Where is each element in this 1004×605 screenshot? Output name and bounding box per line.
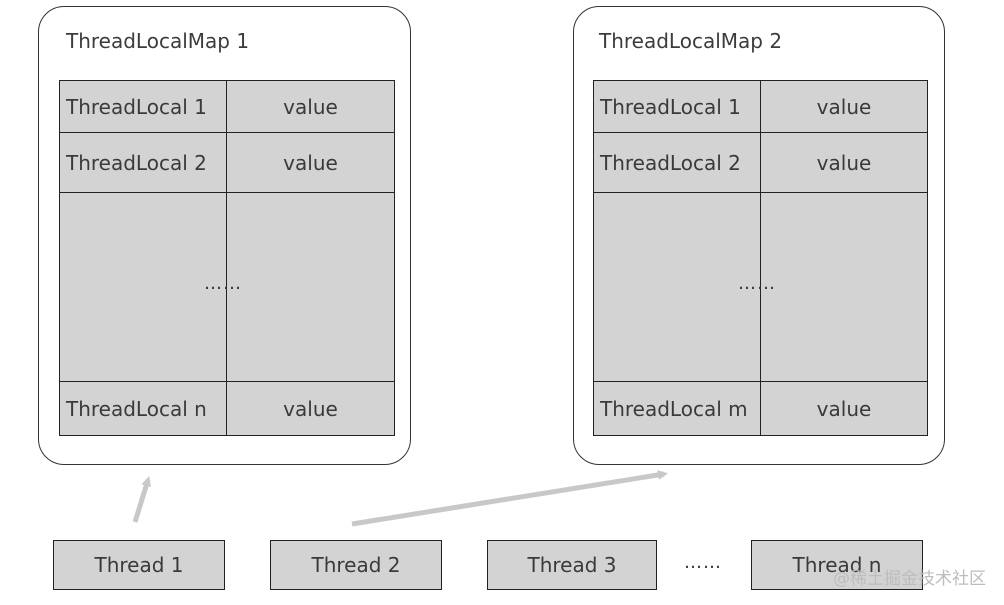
map2-rowlast-key: ThreadLocal m xyxy=(600,396,748,421)
threads-ellipsis: …… xyxy=(684,552,722,573)
map1-row1-value: value xyxy=(283,94,338,119)
map2-row2-key: ThreadLocal 2 xyxy=(600,150,741,175)
watermark-text: @稀土掘金技术社区 xyxy=(833,569,986,589)
arrow-thread2-to-map2 xyxy=(351,470,668,527)
thread-1-box: Thread 1 xyxy=(53,540,225,590)
map1-row2-key: ThreadLocal 2 xyxy=(66,150,207,175)
map1-ellipsis: …… xyxy=(204,273,242,294)
map1-row2-value: value xyxy=(283,150,338,175)
map1-rowlast-key: ThreadLocal n xyxy=(66,396,207,421)
threadlocalmap-1-table: ThreadLocal 1 value ThreadLocal 2 value … xyxy=(59,80,395,436)
threadlocalmap-2-table: ThreadLocal 1 value ThreadLocal 2 value … xyxy=(593,80,928,436)
thread-n-box: Thread n xyxy=(751,540,923,590)
threadlocalmap-1-title: ThreadLocalMap 1 xyxy=(66,29,250,53)
arrow-thread1-to-map1 xyxy=(132,476,152,523)
map2-row1-value: value xyxy=(816,94,872,119)
map2-rowlast-value: value xyxy=(816,396,872,421)
map1-row1-key: ThreadLocal 1 xyxy=(66,94,207,119)
map1-rowlast-value: value xyxy=(283,396,338,421)
threadlocalmap-2-title: ThreadLocalMap 2 xyxy=(599,29,783,53)
map2-row2-value: value xyxy=(816,150,872,175)
map2-ellipsis: …… xyxy=(738,273,776,294)
thread-2-box: Thread 2 xyxy=(270,540,442,590)
map2-row1-key: ThreadLocal 1 xyxy=(600,94,741,119)
thread-3-box: Thread 3 xyxy=(487,540,657,590)
